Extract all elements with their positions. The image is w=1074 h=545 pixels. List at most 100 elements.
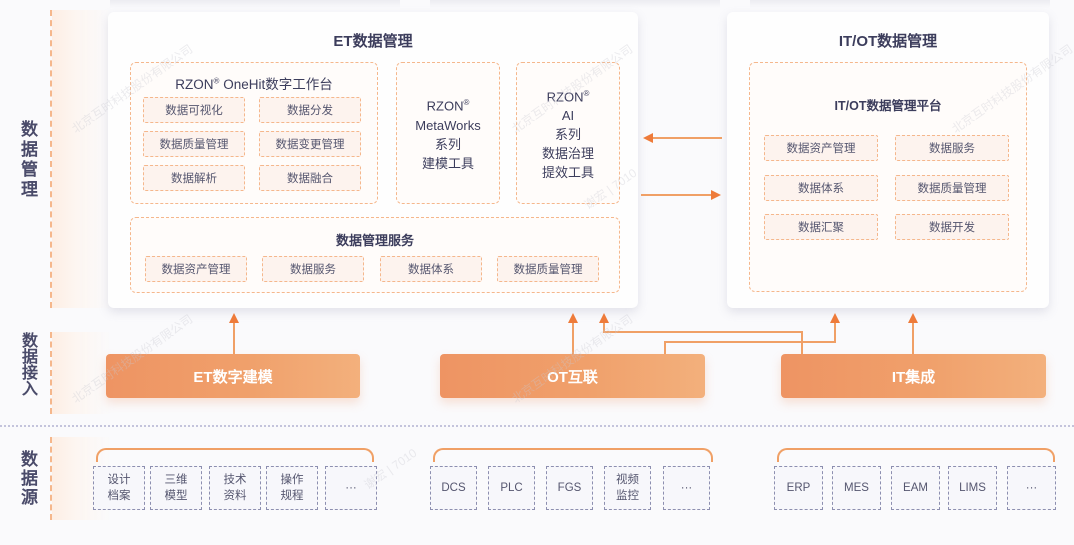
platform-item[interactable]: 数据开发	[895, 214, 1009, 240]
services-title: 数据管理服务	[335, 233, 414, 248]
more-ellipsis: ···	[345, 482, 357, 494]
metaworks-line: 建模工具	[421, 155, 474, 171]
source-line: DCS	[441, 482, 466, 494]
onehit-item[interactable]: 数据分发	[259, 97, 361, 123]
source-line: 操作	[280, 474, 304, 486]
source-item[interactable]: 技术资料	[209, 466, 261, 510]
layer-label-text: 数据接入	[19, 332, 36, 396]
itot-data-management-card: IT/OT数据管理 IT/OT数据管理平台 数据资产管理 数据服务 数据体系 数…	[727, 12, 1049, 308]
ai-brand: RZON®	[547, 84, 590, 106]
et-digital-modeling-button[interactable]: ET数字建模	[106, 354, 360, 398]
registered-mark: ®	[463, 98, 470, 108]
ot-interconnect-button[interactable]: OT互联	[440, 354, 705, 398]
chip-label: 数据质量管理	[513, 264, 583, 276]
onehit-item[interactable]: 数据变更管理	[259, 131, 361, 157]
itot-platform-box: IT/OT数据管理平台 数据资产管理 数据服务 数据体系 数据质量管理 数据汇聚…	[749, 62, 1027, 292]
registered-mark: ®	[213, 76, 220, 86]
service-item[interactable]: 数据质量管理	[497, 256, 599, 282]
platform-item[interactable]: 数据资产管理	[764, 135, 878, 161]
source-item[interactable]: PLC	[488, 466, 535, 510]
it-integration-button[interactable]: IT集成	[781, 354, 1046, 398]
chip-label: 数据分发	[287, 105, 333, 117]
layer-label-source: 数据源	[16, 450, 40, 507]
more-ellipsis: ···	[1025, 482, 1038, 494]
layer-band-access	[50, 332, 112, 414]
arrow-it-to-et	[599, 313, 803, 354]
arrow-ot-to-itot	[664, 313, 840, 354]
source-item-more[interactable]: ···	[1007, 466, 1056, 510]
service-item[interactable]: 数据资产管理	[145, 256, 247, 282]
platform-item[interactable]: 数据服务	[895, 135, 1009, 161]
onehit-title-suffix: OneHit数字工作台	[219, 77, 333, 92]
source-item[interactable]: 操作规程	[266, 466, 318, 510]
onehit-workbench-box: RZON® OneHit数字工作台 数据可视化 数据分发 数据质量管理 数据变更…	[130, 62, 378, 204]
source-item-more[interactable]: ···	[325, 466, 377, 510]
source-line: 监控	[616, 490, 639, 502]
chip-label: 数据服务	[929, 143, 975, 155]
source-item-more[interactable]: ···	[663, 466, 710, 510]
metaworks-box[interactable]: RZON® MetaWorks 系列 建模工具	[396, 62, 500, 204]
layer-separator	[0, 425, 1074, 427]
top-shadow	[110, 0, 400, 8]
source-line: ERP	[786, 482, 811, 494]
platform-item[interactable]: 数据汇聚	[764, 214, 878, 240]
source-item[interactable]: FGS	[546, 466, 593, 510]
onehit-item[interactable]: 数据可视化	[143, 97, 245, 123]
source-item[interactable]: EAM	[891, 466, 940, 510]
source-line: PLC	[500, 482, 523, 494]
service-item[interactable]: 数据服务	[262, 256, 364, 282]
source-line: LIMS	[959, 482, 986, 494]
ot-sources-brace	[433, 448, 713, 462]
chip-label: 数据开发	[929, 222, 975, 234]
source-item[interactable]: LIMS	[948, 466, 997, 510]
chip-label: 数据资产管理	[161, 264, 231, 276]
onehit-item[interactable]: 数据解析	[143, 165, 245, 191]
source-line: FGS	[557, 482, 582, 494]
ai-line: 系列	[554, 127, 581, 143]
platform-item[interactable]: 数据质量管理	[895, 175, 1009, 201]
platform-item[interactable]: 数据体系	[764, 175, 878, 201]
chip-label: 数据质量管理	[159, 139, 229, 151]
chip-label: 数据可视化	[165, 105, 223, 117]
metaworks-line: 系列	[434, 136, 461, 152]
source-line: EAM	[903, 482, 928, 494]
source-item[interactable]: ERP	[774, 466, 823, 510]
source-line: 规程	[280, 490, 304, 502]
source-item[interactable]: 三维模型	[150, 466, 202, 510]
itot-platform-title: IT/OT数据管理平台	[834, 99, 942, 113]
chip-label: 数据质量管理	[917, 183, 987, 195]
onehit-item[interactable]: 数据质量管理	[143, 131, 245, 157]
metaworks-line: MetaWorks	[415, 117, 481, 133]
onehit-item[interactable]: 数据融合	[259, 165, 361, 191]
layer-label-access: 数据接入	[16, 332, 40, 396]
source-line: 视频	[616, 474, 639, 486]
source-line: 三维	[164, 474, 188, 486]
service-item[interactable]: 数据体系	[380, 256, 482, 282]
ai-tools-box[interactable]: RZON® AI 系列 数据治理 提效工具	[516, 62, 620, 204]
source-item[interactable]: 设计档案	[93, 466, 145, 510]
chip-label: 数据体系	[408, 264, 454, 276]
et-sources-brace	[96, 448, 374, 462]
button-label: ET数字建模	[193, 368, 273, 386]
button-label: IT集成	[891, 368, 936, 386]
ai-line: 数据治理	[541, 146, 594, 162]
source-line: 资料	[223, 490, 247, 502]
onehit-title-prefix: RZON	[175, 77, 214, 92]
chip-label: 数据服务	[290, 264, 336, 276]
ai-line: AI	[561, 108, 575, 124]
more-ellipsis: ···	[680, 482, 693, 494]
top-shadow	[750, 0, 1050, 8]
source-line: MES	[844, 482, 869, 494]
chip-label: 数据解析	[171, 173, 217, 185]
chip-label: 数据融合	[287, 173, 333, 185]
source-line: 技术	[223, 474, 247, 486]
layer-label-text: 数据源	[18, 450, 37, 507]
onehit-title: RZON® OneHit数字工作台	[131, 73, 377, 93]
metaworks-brand: RZON®	[427, 93, 470, 115]
et-data-management-card: ET数据管理 RZON® OneHit数字工作台 数据可视化 数据分发 数据质量…	[108, 12, 638, 308]
source-item[interactable]: DCS	[430, 466, 477, 510]
layer-band-management	[50, 10, 112, 308]
source-item[interactable]: MES	[832, 466, 881, 510]
source-item[interactable]: 视频监控	[604, 466, 651, 510]
